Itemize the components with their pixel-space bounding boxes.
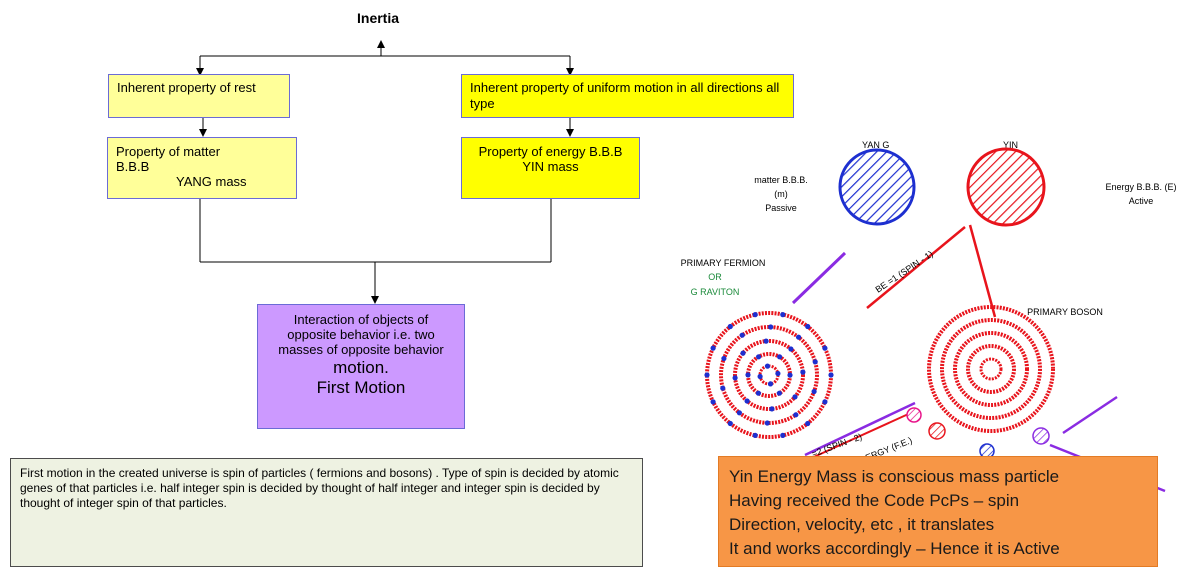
callout-line1: Yin Energy Mass is conscious mass partic… [729,467,1060,486]
left-mid-line2: B.B.B [116,159,150,174]
fermion-blue-dot [739,332,745,338]
spin2-line-red [804,410,916,462]
fermion-blue-dot [720,385,726,391]
matter-line3: Passive [765,203,797,213]
fermion-blue-dot [777,354,783,360]
fermion-blue-dot [792,394,798,400]
be-spin-label: BE =1 (SPIN - 1) [874,249,935,295]
fermion-blue-dot [710,345,716,351]
fermion-blue-dot [811,388,817,395]
right-violet-line [1062,395,1118,435]
fermion-blue-dot [769,406,775,412]
callout-line4: It and works accordingly – Hence it is A… [729,539,1060,558]
fermion-blue-dot [721,355,727,362]
fermion-blue-dot [727,420,733,427]
be-spin-line [866,226,966,309]
fermion-blue-dot [752,432,758,438]
fermion-blue-dot [775,370,781,377]
fermion-blue-dot [744,398,750,404]
spin-note-box: First motion in the created universe is … [10,458,643,567]
first-motion-description: Interaction of objects of opposite behav… [278,312,444,357]
energy-line2: Active [1129,196,1154,206]
first-motion-label: First Motion [316,378,406,397]
left-top-box: Inherent property of rest [108,74,290,118]
small-particle-violet [1032,427,1050,445]
yin-label: YIN [1003,140,1018,150]
fermion-link-line [791,251,847,305]
fermion-blue-dot [800,369,806,375]
fermion-blue-dot [745,372,751,378]
fermion-blue-dot [757,373,763,380]
left-mid-box: Property of matter B.B.B YANG mass [107,137,297,199]
yin-energy-callout: Yin Energy Mass is conscious mass partic… [718,456,1158,567]
left-top-text: Inherent property of rest [117,80,256,95]
fermion-blue-dot [704,372,710,378]
fermion-blue-dot [788,346,794,352]
fermion-line2: OR [708,272,722,282]
fermion-blue-dot [822,399,828,405]
fermion-blue-dot [805,323,811,330]
spin2-label: =2 (SPIN - 2) [810,431,863,458]
right-mid-box: Property of energy B.B.B YIN mass [461,137,640,199]
fermion-blue-dot [768,324,774,330]
fermion-blue-dot [764,363,771,369]
fermion-blue-dot [787,372,793,378]
left-mid-line1: Property of matter [116,144,221,159]
spin-note-text: First motion in the created universe is … [20,466,619,510]
callout-line3: Direction, velocity, etc , it translates [729,515,995,534]
right-top-text: Inherent property of uniform motion in a… [470,80,780,111]
fermion-line3: G RAVITON [691,287,740,297]
fermion-line1: PRIMARY FERMION [681,258,766,268]
callout-line2: Having received the Code PcPs – spin [729,491,1020,510]
first-motion-motion: motion. [333,358,389,377]
boson-link-line [968,224,997,318]
spin2-line-violet [804,401,916,457]
flowchart-connectors [196,40,574,304]
fermion-blue-dot [736,410,742,416]
primary-boson [927,305,1055,433]
small-particle-red [928,422,946,440]
fermion-blue-dot [755,390,761,396]
spin-figure: YAN G YIN matter B.B.B. (m) Passive Ener… [665,135,1187,567]
fermion-blue-dot [756,354,762,360]
yang-sphere [838,148,916,226]
yin-sphere [966,147,1046,227]
fermion-blue-dot [752,312,758,318]
boson-label: PRIMARY BOSON [1027,307,1103,317]
yang-label: YAN G [862,140,889,150]
fermion-blue-dot [740,350,746,356]
left-mid-line3: YANG mass [176,174,247,189]
fermion-blue-dot [805,420,811,427]
right-top-box: Inherent property of uniform motion in a… [461,74,794,118]
right-mid-line1: Property of energy B.B.B [478,144,623,159]
fermion-blue-dot [780,312,786,318]
spin-figure-svg: YAN G YIN matter B.B.B. (m) Passive Ener… [681,140,1177,493]
fermion-blue-dot [793,412,799,418]
fermion-blue-dot [776,390,782,396]
energy-line1: Energy B.B.B. (E) [1105,182,1176,192]
fermion-blue-dot [732,375,738,381]
fermion-blue-dot [727,323,733,330]
fermion-blue-dot [812,359,818,365]
fermion-blue-dot [780,432,786,438]
fermion-blue-dot [763,338,769,344]
fermion-blue-dot [764,420,770,426]
first-motion-box: Interaction of objects of opposite behav… [257,304,465,429]
small-particle-pink [906,407,922,423]
fermion-blue-dot [822,345,828,351]
fermion-blue-dot [767,381,774,387]
matter-line1: matter B.B.B. [754,175,808,185]
flowchart-title: Inertia [357,10,400,26]
matter-line2: (m) [774,189,788,199]
fermion-blue-dot [710,399,716,405]
right-mid-line2: YIN mass [522,159,579,174]
fermion-blue-dot [796,334,802,340]
fermion-blue-dot [828,372,834,378]
primary-fermion [704,311,834,439]
